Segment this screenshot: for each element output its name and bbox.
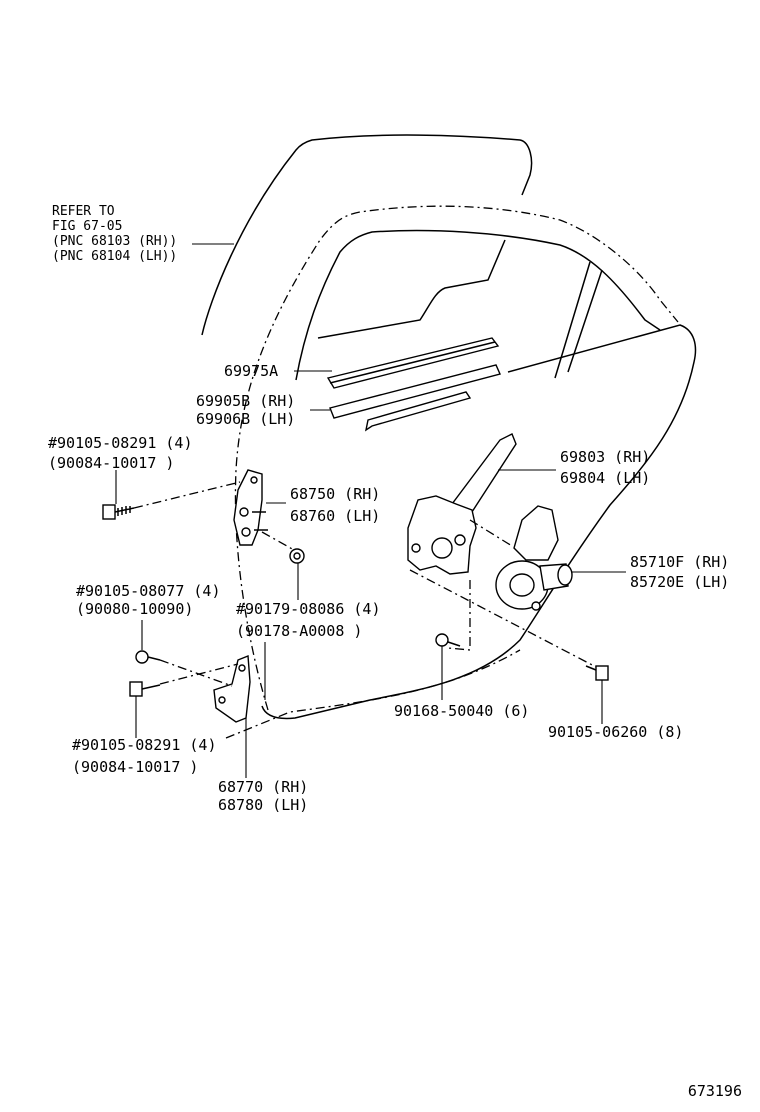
label-68780[interactable]: 68780 (LH)	[218, 796, 308, 814]
bolt-90105-08291-bottom	[129, 681, 161, 697]
leader-dash	[447, 580, 471, 651]
label-69975a[interactable]: 69975A	[224, 362, 278, 380]
hinge-bolt-hole	[238, 664, 246, 672]
label-bolt-90080-10090[interactable]: (90080-10090)	[76, 600, 193, 618]
door-glass-outline	[201, 134, 533, 336]
hinge-bolt-hole	[250, 476, 258, 484]
reference-line-3: (PNC 68103 (RH))	[52, 234, 177, 249]
hinge-bolt-hole	[218, 696, 226, 704]
reference-line-1: REFER TO	[52, 204, 115, 219]
leader-dash	[261, 531, 295, 551]
leader-dash	[409, 569, 599, 669]
figure-number: 673196	[687, 1082, 742, 1100]
hinge-bolt-hole	[239, 507, 249, 517]
label-85720e[interactable]: 85720E (LH)	[630, 573, 729, 591]
label-bolt-90105-08077[interactable]: #90105-08077 (4)	[76, 582, 221, 600]
label-nut-90178-a0008[interactable]: (90178-A0008 )	[236, 622, 362, 640]
regulator-hole	[454, 534, 466, 546]
hinge-bolt-hole	[241, 527, 251, 537]
label-68750[interactable]: 68750 (RH)	[290, 485, 380, 503]
part-69803-regulator-plate	[407, 495, 477, 575]
label-69803[interactable]: 69803 (RH)	[560, 448, 650, 466]
part-68770-hinge	[213, 654, 251, 723]
part-85710f-motor	[495, 505, 573, 611]
label-bolt-90084-10017-bottom[interactable]: (90084-10017 )	[72, 758, 198, 776]
label-bolt-90168-50040[interactable]: 90168-50040 (6)	[394, 702, 529, 720]
part-69905b	[329, 364, 501, 419]
label-69804[interactable]: 69804 (LH)	[560, 469, 650, 487]
leader-dash	[159, 663, 239, 685]
nut-90179-08086	[289, 548, 305, 564]
label-nut-90179-08086[interactable]: #90179-08086 (4)	[236, 600, 381, 618]
label-69905b[interactable]: 69905B (RH)	[196, 392, 295, 410]
bolt-90105-06260	[585, 665, 609, 681]
door-inner-panel-line	[317, 239, 506, 339]
label-68760[interactable]: 68760 (LH)	[290, 507, 380, 525]
label-bolt-90084-10017-top[interactable]: (90084-10017 )	[48, 454, 174, 472]
bolt-90105-08077	[135, 650, 161, 664]
bolt-90168-50040	[435, 633, 461, 647]
bolt-90105-08291-top	[102, 504, 135, 520]
label-68770[interactable]: 68770 (RH)	[218, 778, 308, 796]
label-69906b[interactable]: 69906B (LH)	[196, 410, 295, 428]
reference-note: REFER TO FIG 67-05 (PNC 68103 (RH)) (PNC…	[52, 204, 177, 264]
leader-dash	[469, 519, 513, 547]
door-lower-edge	[225, 649, 521, 739]
hinge-studs	[252, 511, 268, 531]
door-center-pillar	[554, 261, 603, 379]
regulator-hole	[411, 543, 421, 553]
label-85710f[interactable]: 85710F (RH)	[630, 553, 729, 571]
label-bolt-90105-08291-bottom[interactable]: #90105-08291 (4)	[72, 736, 217, 754]
label-bolt-90105-08291-top[interactable]: #90105-08291 (4)	[48, 434, 193, 452]
leader-dash	[133, 481, 241, 509]
part-69905b-channel	[364, 391, 472, 432]
reference-line-2: FIG 67-05	[52, 219, 122, 234]
label-bolt-90105-06260[interactable]: 90105-06260 (8)	[548, 723, 683, 741]
reference-line-4: (PNC 68104 (LH))	[52, 249, 177, 264]
door-frame-outer	[234, 205, 679, 711]
door-window-opening	[295, 229, 661, 381]
regulator-gear	[431, 537, 453, 559]
leader-dash	[159, 659, 233, 687]
part-69975a-lip	[329, 341, 496, 384]
